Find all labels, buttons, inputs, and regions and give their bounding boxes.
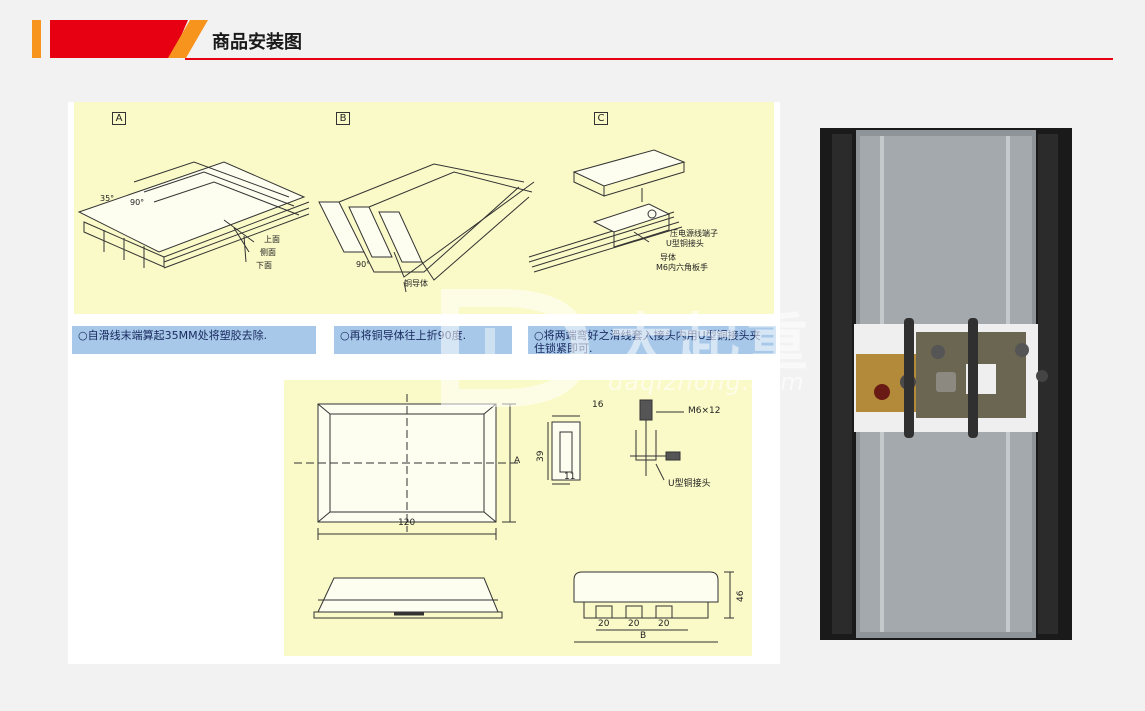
step-a-angle-35: 35° [100,194,115,203]
dim-width-120: 120 [398,518,416,528]
dim-46: 46 [736,590,746,602]
u-joint-label: U型铜接头 [668,479,711,489]
step-illustrations [77,149,686,293]
step-c-wrench: M6内六角板手 [656,263,708,272]
step-c-caption: ○将两端弯好之滑线套入接头内用U型铜接头夹住锁紧即可. [528,326,776,355]
step-a-illustration [77,161,310,269]
dim-pitch-1: 20 [598,619,610,629]
step-a-top-face: 上面 [264,235,280,244]
step-c-terminal: 压电源线端子 [670,229,718,238]
step-b-label: B [336,112,350,125]
step-b-illustration [318,163,535,293]
step-a-label: A [112,112,126,125]
installation-drawing: A B C [68,102,780,664]
dim-a: A [514,456,521,466]
section-title: 商品安装图 [212,32,302,53]
step-a-side-face: 侧面 [260,248,276,257]
dim-16: 16 [592,400,604,410]
step-a-bottom-face: 下面 [256,261,272,270]
step-c-u-copper: U型铜接头 [666,239,704,248]
header-underline [185,58,1113,60]
joint-photo-illustration [820,128,1072,640]
step-c-illustration [528,149,686,273]
dimension-drawings [294,394,734,643]
dim-pitch-2: 20 [628,619,640,629]
dim-pitch-3: 20 [658,619,670,629]
step-c-conductor: 导体 [660,253,676,262]
step-b-copper: 铜导体 [404,279,428,288]
steps-panel: A B C [74,102,774,314]
step-a-angle-90: 90° [130,198,145,207]
step-c-label: C [594,112,608,125]
dim-b: B [640,631,647,641]
header-orange-bar [32,20,41,58]
step-a-caption: ○自滑线末端算起35MM处将塑胶去除. [72,326,316,354]
dim-11: 11 [564,472,576,482]
step-b-angle: 90° [356,260,371,269]
step-b-caption: ○再将铜导体往上折90度. [334,326,512,354]
header-red-block [50,20,188,58]
bolt-spec: M6×12 [688,406,721,416]
dim-39: 39 [536,450,546,462]
product-photo [820,128,1072,640]
dimension-panel: 120 A 16 39 11 M6×12 U型铜接头 46 20 20 20 B [284,380,752,656]
